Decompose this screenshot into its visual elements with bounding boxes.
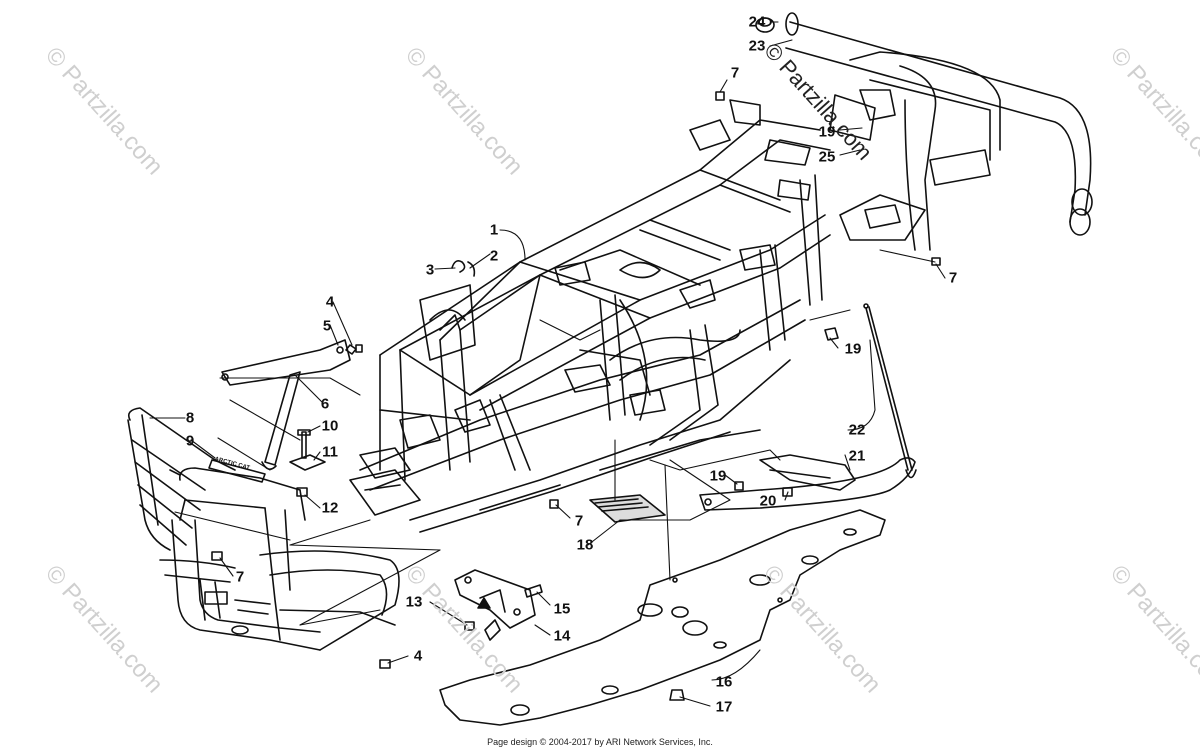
callout-17[interactable]: 17 xyxy=(715,698,733,716)
guide-lines xyxy=(175,250,935,625)
part-5-bracket xyxy=(222,340,356,385)
part-15-bolt xyxy=(525,585,542,597)
callout-7-bumper[interactable]: 7 xyxy=(235,568,245,586)
callout-14[interactable]: 14 xyxy=(553,627,571,645)
warning-triangle xyxy=(478,598,490,608)
callout-20[interactable]: 20 xyxy=(759,492,777,510)
callout-7-mid[interactable]: 7 xyxy=(574,512,584,530)
part-20-bolt xyxy=(783,488,792,496)
main-frame xyxy=(350,100,830,532)
callout-9[interactable]: 9 xyxy=(185,432,195,450)
fasteners xyxy=(356,92,940,668)
part-12-nut xyxy=(297,488,307,496)
part-9-badge xyxy=(209,460,265,482)
callout-19-mid[interactable]: 19 xyxy=(844,340,862,358)
part-22-rod xyxy=(864,304,916,478)
callout-2[interactable]: 2 xyxy=(489,247,499,265)
callout-7-top[interactable]: 7 xyxy=(730,64,740,82)
callout-25[interactable]: 25 xyxy=(818,148,836,166)
part-10-bolt xyxy=(298,430,310,458)
leader-lines xyxy=(150,22,945,706)
part-18-strip xyxy=(590,495,665,522)
callout-12[interactable]: 12 xyxy=(321,499,339,517)
callout-19-low[interactable]: 19 xyxy=(709,467,727,485)
callout-15[interactable]: 15 xyxy=(553,600,571,618)
page-footer: Page design © 2004-2017 by ARI Network S… xyxy=(487,737,713,747)
callout-8[interactable]: 8 xyxy=(185,409,195,427)
part-8-front-bumper xyxy=(128,408,399,650)
callout-7-right[interactable]: 7 xyxy=(948,269,958,287)
part-13-nut xyxy=(465,622,474,630)
part-3-hook xyxy=(452,261,474,276)
callout-18[interactable]: 18 xyxy=(576,536,594,554)
callout-16[interactable]: 16 xyxy=(715,673,733,691)
callout-19-top[interactable]: 19 xyxy=(818,123,836,141)
callout-5[interactable]: 5 xyxy=(322,317,332,335)
callout-10[interactable]: 10 xyxy=(321,417,339,435)
callout-11[interactable]: 11 xyxy=(322,443,338,461)
callout-4-left[interactable]: 4 xyxy=(325,293,335,311)
callout-21[interactable]: 21 xyxy=(848,447,866,465)
part-21-footrest xyxy=(700,455,915,510)
callout-4-bottom[interactable]: 4 xyxy=(413,647,423,665)
part-16-skid-plate xyxy=(440,510,885,725)
callout-13[interactable]: 13 xyxy=(405,593,423,611)
rear-rack xyxy=(786,13,1092,250)
rear-plate-bracket xyxy=(840,195,925,240)
part-6-stay xyxy=(262,372,300,469)
callout-1[interactable]: 1 xyxy=(489,221,499,239)
part-14-bracket xyxy=(455,570,535,640)
part-11-clip xyxy=(290,455,325,470)
callout-24[interactable]: 24 xyxy=(748,13,766,31)
callout-6[interactable]: 6 xyxy=(320,395,330,413)
callout-23[interactable]: 23 xyxy=(748,37,766,55)
callout-22[interactable]: 22 xyxy=(848,421,866,439)
part-17-bolt xyxy=(670,690,684,700)
callout-3[interactable]: 3 xyxy=(425,261,435,279)
